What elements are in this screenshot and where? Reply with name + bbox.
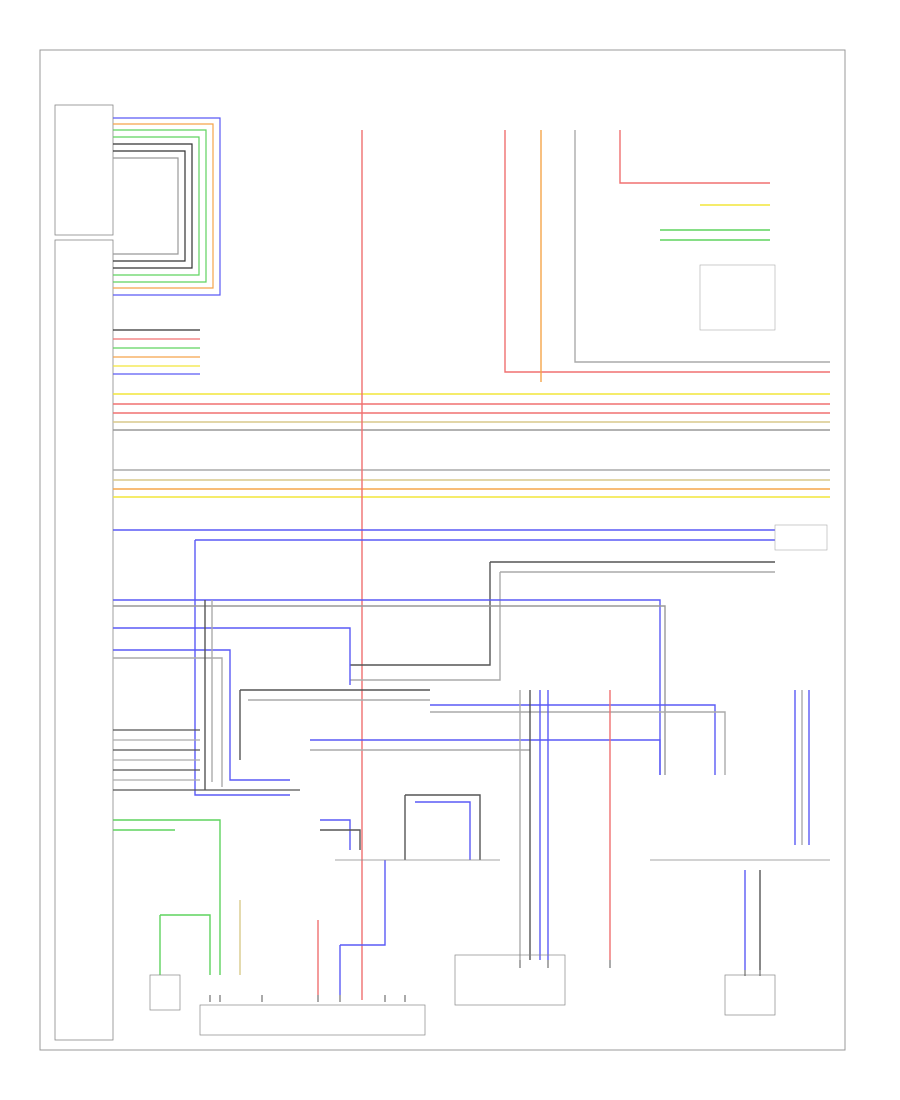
- top-harness-loop: [113, 117, 221, 296]
- right-lower-harness: [310, 690, 810, 960]
- left-lower-wires: [113, 729, 300, 791]
- bottom-components: [149, 859, 830, 1036]
- ground-connector-wires: [113, 329, 200, 375]
- top-feed-wires: [361, 130, 830, 1000]
- main-left-module: [54, 239, 114, 1041]
- center-bottom-unit: [454, 954, 566, 1006]
- main-bus-wires: [113, 393, 830, 498]
- main-connector-strip: [199, 1004, 426, 1036]
- center-harness: [113, 599, 666, 790]
- diagram-frame: [39, 49, 846, 1051]
- right-module-box: [774, 524, 828, 551]
- green-wires: [113, 819, 221, 975]
- right-bottom-unit: [724, 974, 776, 1016]
- right-upper-harness: [113, 529, 775, 796]
- upper-left-module: [54, 104, 114, 236]
- connector-pins: [209, 960, 761, 1002]
- right-switch-box: [699, 264, 776, 331]
- left-bottom-unit: [149, 974, 181, 1011]
- bottom-center-wires: [239, 794, 761, 995]
